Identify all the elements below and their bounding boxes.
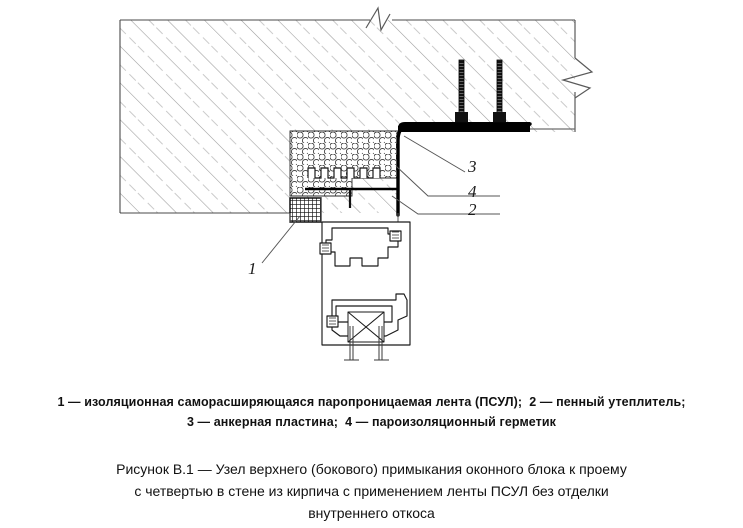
technical-drawing: 1 3 4 2 (119, 6, 594, 361)
legend-line-1: 1 — изоляционная самораcширяющаяся пароп… (57, 395, 686, 409)
figure-legend: 1 — изоляционная самораcширяющаяся пароп… (0, 392, 743, 432)
window-frame-profile (319, 221, 411, 361)
callout-labels: 1 3 4 2 (248, 157, 477, 278)
vapour-sealant (396, 122, 532, 217)
psul-tape (289, 197, 322, 223)
break-line-top (365, 6, 391, 32)
callout-2: 2 (468, 200, 477, 219)
callout-4: 4 (468, 182, 477, 201)
wall-assembly: 1 3 4 2 (119, 6, 594, 361)
caption-line-2: с четвертью в стене из кирпича с примене… (134, 483, 609, 499)
anchor-dowels (455, 59, 506, 125)
callout-3: 3 (467, 157, 477, 176)
wall-outline (119, 19, 576, 214)
callout-leaders (261, 135, 500, 264)
caption-line-1: Рисунок В.1 — Узел верхнего (бокового) п… (116, 461, 627, 477)
glass-panes (344, 326, 389, 361)
glazing-unit (347, 311, 385, 343)
legend-line-2: 3 — анкерная пластина; 4 — пароизоляцион… (186, 415, 557, 429)
anchor-plate (398, 122, 575, 137)
figure-caption: Рисунок В.1 — Узел верхнего (бокового) п… (0, 458, 743, 524)
callout-1: 1 (248, 259, 257, 278)
caption-line-3: внутреннего откоса (308, 505, 435, 521)
serrated-profile (305, 167, 398, 208)
break-line-right (560, 57, 594, 99)
